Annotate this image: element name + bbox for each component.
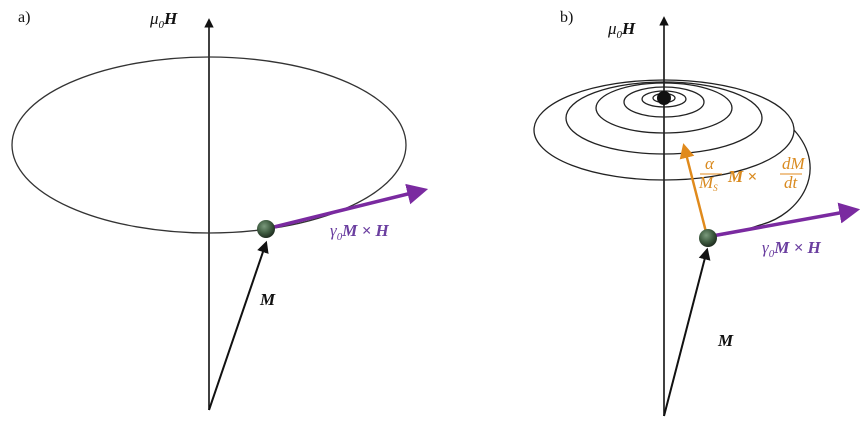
panel-b-magnetization-arrow <box>663 247 711 417</box>
panel-a-precession-orbit <box>11 56 407 234</box>
damping-ms: MS <box>698 173 718 193</box>
panel-b-damped-spiral <box>533 79 811 237</box>
panel-a-precession-arrow <box>269 183 429 230</box>
panel-a: a) μ0H M γ0M × H <box>11 9 429 411</box>
panel-a-moment-label: M <box>259 290 276 309</box>
damping-mid: M × <box>727 167 757 186</box>
panel-b-spiral-ring <box>595 82 733 134</box>
panel-b-spiral-ring <box>565 81 763 155</box>
damping-dt: dt <box>784 173 799 192</box>
panel-b-field-label: μ0H <box>607 19 636 41</box>
panel-a-moment-ball <box>257 220 275 238</box>
damping-alpha: α <box>705 154 715 173</box>
panel-a-label: a) <box>18 9 30 26</box>
panel-b: b) μ0H M γ0M × H <box>533 9 861 417</box>
panel-b-moment-label: M <box>717 331 734 350</box>
panel-a-field-label: μ0H <box>149 9 178 31</box>
panel-a-magnetization-arrow <box>208 240 269 411</box>
panel-b-equilibrium-point <box>657 91 671 105</box>
panel-b-precession-label: γ0M × H <box>762 238 822 260</box>
panel-b-label: b) <box>560 9 573 26</box>
panel-b-moment-ball <box>699 229 717 247</box>
damping-dm: dM <box>782 154 806 173</box>
panel-b-spiral-ring <box>623 86 705 118</box>
panel-b-damping-arrow <box>679 143 708 233</box>
panel-b-precession-arrow <box>711 202 861 238</box>
panel-b-damping-label: α MS M × dM dt <box>698 154 806 193</box>
panel-a-precession-label: γ0M × H <box>330 221 390 243</box>
